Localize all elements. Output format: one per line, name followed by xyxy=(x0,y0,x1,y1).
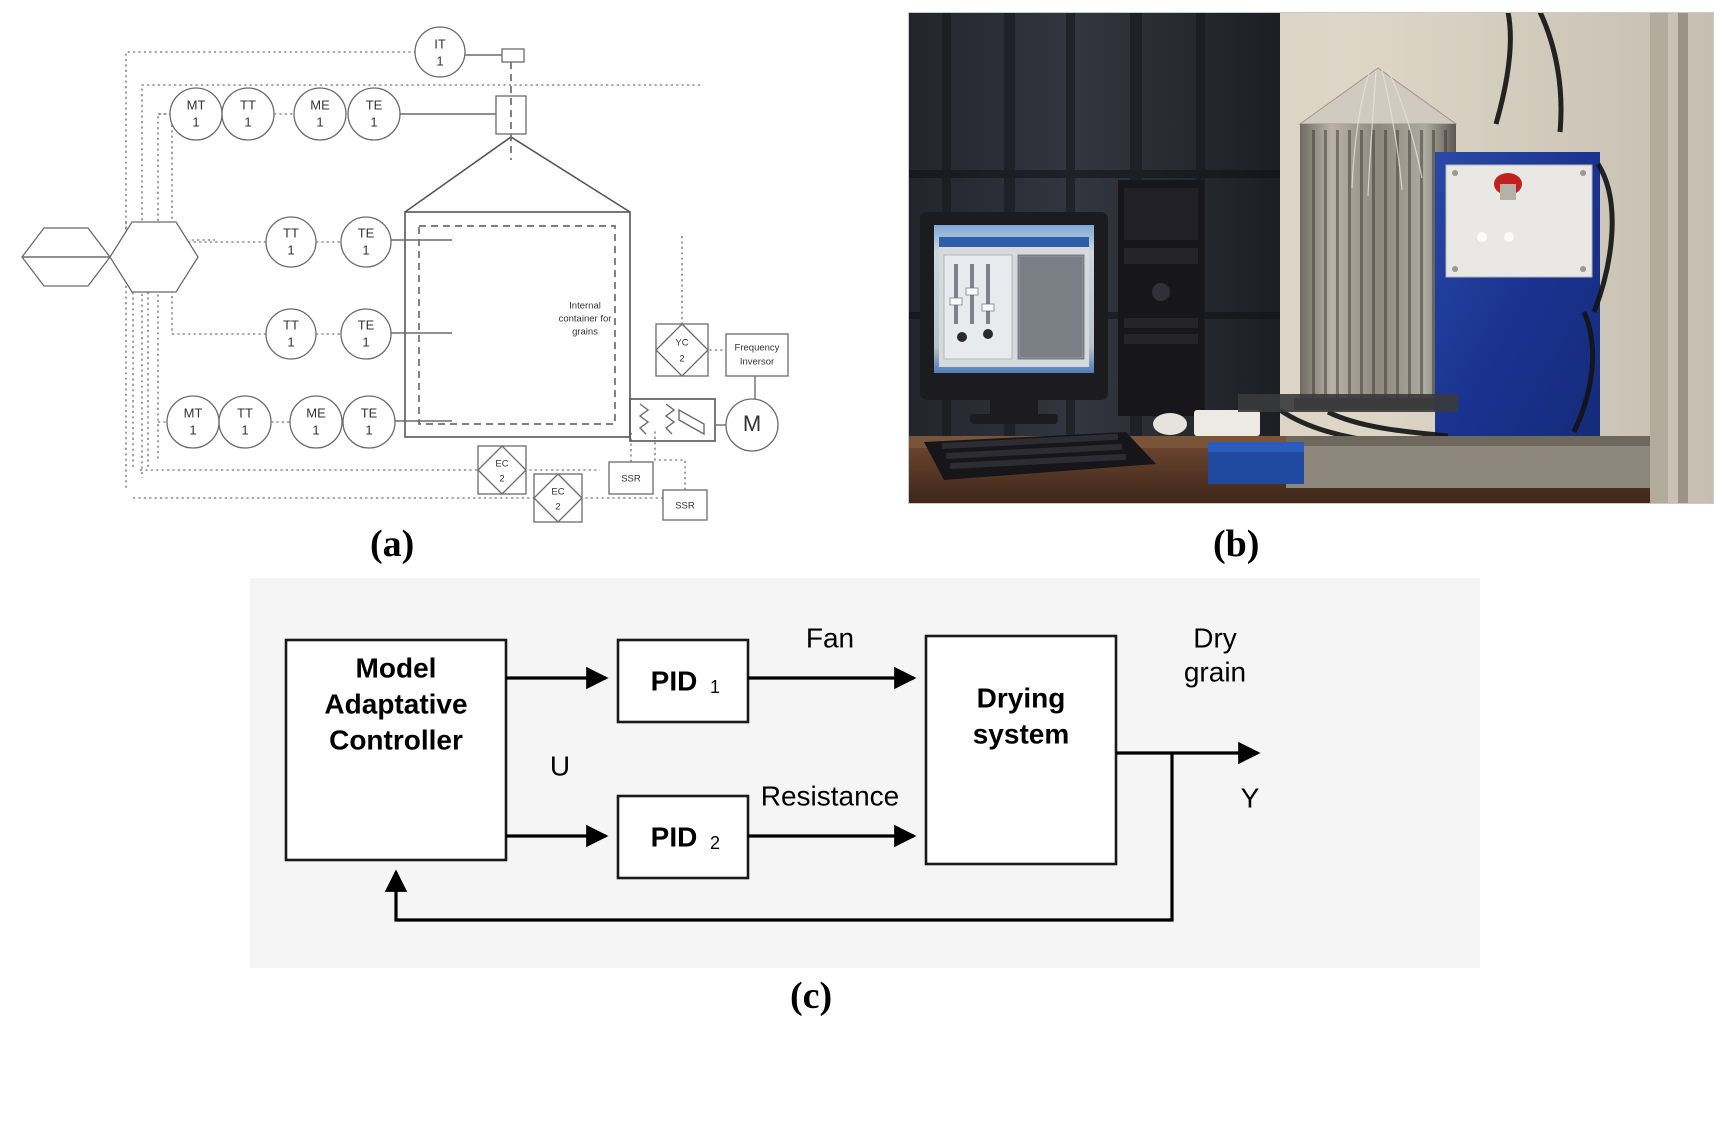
me1d-tag: ME xyxy=(306,405,326,420)
controller-line: Model xyxy=(356,652,437,683)
keyboard xyxy=(924,432,1156,480)
grain-dryer-column xyxy=(1294,67,1462,410)
ec2a-num: 2 xyxy=(499,474,504,485)
mt1a-num: 1 xyxy=(192,114,199,129)
plant-line: Drying xyxy=(977,682,1066,713)
controller-line: Controller xyxy=(329,724,463,755)
ssr2-line1: SSR xyxy=(675,501,695,512)
label-resistance: Resistance xyxy=(761,780,900,811)
ec2b-num: 2 xyxy=(555,502,560,513)
yc2-num: 2 xyxy=(679,354,684,365)
label-dry-grain-2: grain xyxy=(1184,656,1246,687)
me1d-num: 1 xyxy=(312,422,319,437)
mt1d-num: 1 xyxy=(189,422,196,437)
controller-block xyxy=(284,638,508,862)
frequency-inversor-line1: Frequency xyxy=(735,343,780,354)
te1b-num: 1 xyxy=(362,242,369,257)
te1a-num: 1 xyxy=(370,114,377,129)
me1a-num: 1 xyxy=(316,114,323,129)
tt1c-tag: TT xyxy=(283,317,299,332)
panel-b-photograph xyxy=(908,12,1714,504)
pid2-block xyxy=(616,794,750,880)
edge-feedback xyxy=(384,753,1174,922)
yc2-tag: YC xyxy=(675,338,688,349)
te1d-num: 1 xyxy=(365,422,372,437)
caption-c: (c) xyxy=(790,975,833,1017)
controller-line: Adaptative xyxy=(324,688,467,719)
container-label-line: grains xyxy=(572,327,598,338)
tt1b-tag: TT xyxy=(283,225,299,240)
tt1d-num: 1 xyxy=(241,422,248,437)
pid2-label: PID xyxy=(651,821,698,852)
ssr1-line1: SSR xyxy=(621,474,641,485)
label-fan: Fan xyxy=(806,622,854,653)
labelled-box-group: Frequency Inversor SSR SSR xyxy=(608,333,789,521)
pid1-subscript: 1 xyxy=(710,677,720,697)
te1d-tag: TE xyxy=(361,405,378,420)
panel-a-pid-diagram: IT 1 MT 1 TT 1 ME 1 TE 1 TT 1 TE xyxy=(0,0,870,530)
frequency-inversor-line2: Inversor xyxy=(740,357,774,368)
panel-c-block-diagram: Model Adaptative Controller PID 1 PID 2 … xyxy=(250,578,1480,968)
tt1a-num: 1 xyxy=(244,114,251,129)
blue-control-panel xyxy=(1435,152,1600,452)
tt1b-num: 1 xyxy=(287,242,294,257)
me1a-tag: ME xyxy=(310,97,330,112)
te1c-num: 1 xyxy=(362,334,369,349)
label-dry-grain-1: Dry xyxy=(1193,622,1237,653)
diamond-element-group: YC 2 EC 2 EC 2 xyxy=(477,323,709,523)
ec2a-tag: EC xyxy=(495,459,508,470)
computer-monitor xyxy=(920,212,1108,424)
plant-line: system xyxy=(973,718,1070,749)
power-strip xyxy=(1194,410,1260,436)
motor-label: M xyxy=(743,411,761,436)
container-label-line: container for xyxy=(559,314,612,325)
pid2-subscript: 2 xyxy=(710,833,720,853)
pid1-label: PID xyxy=(651,665,698,696)
te1b-tag: TE xyxy=(358,225,375,240)
caption-b: (b) xyxy=(1213,523,1260,565)
mouse xyxy=(1153,413,1187,435)
caption-a: (a) xyxy=(370,523,415,565)
mt1d-tag: MT xyxy=(184,405,203,420)
ec2b-tag: EC xyxy=(551,487,564,498)
label-u: U xyxy=(550,750,570,781)
plant-block xyxy=(924,634,1118,866)
label-y: Y xyxy=(1241,782,1260,813)
computer-tower xyxy=(1118,180,1204,416)
pid1-block xyxy=(616,638,750,724)
it1-tag: IT xyxy=(434,36,446,51)
te1c-tag: TE xyxy=(358,317,375,332)
te1a-tag: TE xyxy=(366,97,383,112)
it1-num: 1 xyxy=(436,53,443,68)
tt1a-tag: TT xyxy=(240,97,256,112)
tt1c-num: 1 xyxy=(287,334,294,349)
mt1a-tag: MT xyxy=(187,97,206,112)
hexagon-controller xyxy=(109,221,199,293)
container-label-line: Internal xyxy=(569,301,601,312)
tt1d-tag: TT xyxy=(237,405,253,420)
instrument-bubble-group: IT 1 MT 1 TT 1 ME 1 TE 1 TT 1 TE xyxy=(166,26,466,449)
